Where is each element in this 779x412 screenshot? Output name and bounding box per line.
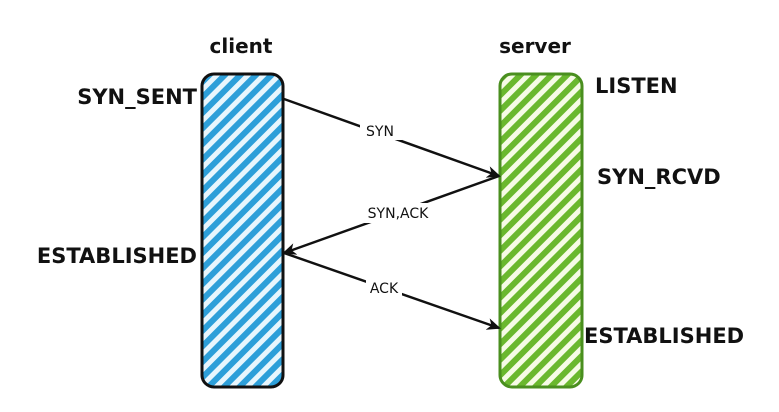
client-lifeline [200,72,285,389]
message-syn: SYN [283,97,501,178]
ack-label: ACK [370,281,399,297]
server-state-established: ESTABLISHED [584,324,744,348]
client-state-syn-sent: SYN_SENT [77,85,197,109]
message-syn-ack: SYN,ACK [282,174,500,255]
syn-ack-label: SYN,ACK [368,206,429,222]
server-lifeline [498,72,584,389]
client-state-established: ESTABLISHED [37,244,197,268]
client-title: client [210,34,273,58]
server-state-syn-rcvd: SYN_RCVD [597,165,721,189]
server-title: server [499,34,571,58]
server-state-listen: LISTEN [595,74,678,98]
message-ack: ACK [283,251,501,330]
syn-label: SYN [366,124,394,140]
